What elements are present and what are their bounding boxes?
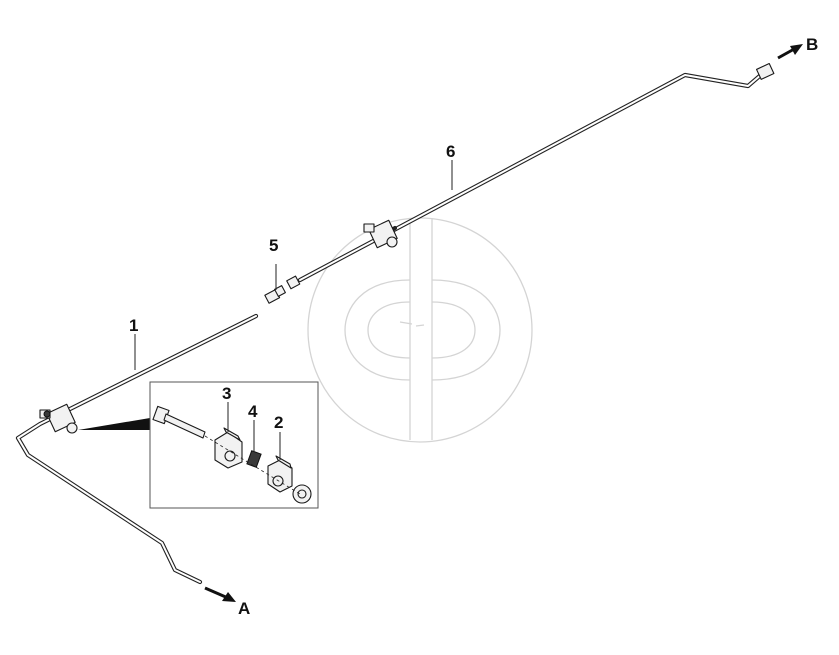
arrow-b: [777, 44, 803, 60]
callout-4: 4: [248, 402, 258, 421]
arrow-a: [204, 586, 236, 602]
detail-leader-wedge: [78, 418, 150, 430]
assembly-axis: [204, 435, 301, 495]
sleeve-part-4: [246, 450, 262, 468]
nut: [292, 484, 312, 504]
connection-label-a: A: [238, 599, 250, 618]
callout-2: 2: [274, 413, 283, 432]
callout-6: 6: [446, 142, 455, 161]
bolt: [152, 405, 206, 439]
callout-3: 3: [222, 384, 231, 403]
detail-inset: [149, 381, 319, 509]
tee-fitting-upper: [363, 219, 398, 249]
callout-5: 5: [269, 236, 278, 255]
end-fitting-b: [755, 62, 775, 80]
tee-fitting-lower: [39, 403, 78, 434]
brake-pipe-6: [297, 71, 765, 283]
union-connector-5: [264, 264, 301, 304]
clamp-part-3: [214, 427, 243, 469]
watermark-logo: [307, 217, 533, 443]
callout-1: 1: [129, 316, 138, 335]
connection-label-b: B: [806, 35, 818, 54]
brake-pipe-1: [15, 313, 259, 585]
